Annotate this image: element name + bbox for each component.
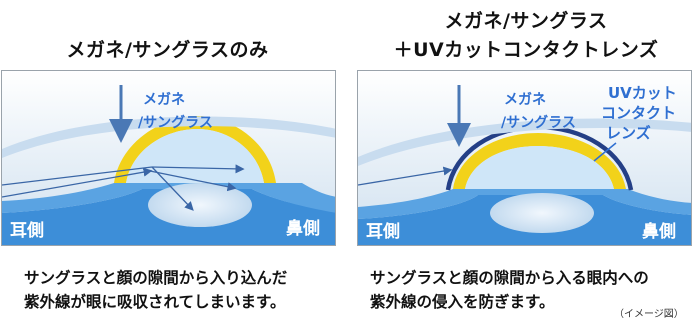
contact-callout-line	[593, 142, 617, 162]
left-caption-line-1: サングラスと顔の隙間から入り込んだ	[24, 269, 288, 287]
ear-side-label: 耳側	[10, 220, 44, 241]
iris-band	[2, 183, 335, 213]
left-title: メガネ/サングラスのみ	[66, 39, 269, 61]
contact-label-3: レンズ	[606, 124, 651, 142]
iris-band	[358, 189, 691, 219]
contact-label-2: コンタクト	[601, 104, 676, 122]
right-eye-diagram: メガネ /サングラス UVカット コンタクト レンズ 耳側 鼻側	[358, 71, 691, 245]
contact-label-1: UVカット	[608, 84, 677, 102]
lens-label-1: メガネ	[143, 92, 185, 108]
crystalline-lens	[490, 193, 594, 233]
lens-label-2: /サングラス	[138, 114, 213, 131]
lens-label-1: メガネ	[504, 92, 546, 108]
cornea-yellow	[114, 116, 276, 183]
uv-ray	[149, 170, 237, 192]
right-diagram-panel: メガネ /サングラス UVカット コンタクト レンズ 耳側 鼻側	[357, 70, 692, 246]
nose-side-label: 鼻側	[286, 218, 320, 239]
ear-side-label: 耳側	[366, 221, 400, 242]
right-caption: サングラスと顔の隙間から入る眼内への 紫外線の侵入を防ぎます。	[370, 266, 649, 314]
left-eye-diagram: メガネ /サングラス 耳側 鼻側	[2, 71, 335, 245]
uv-ray	[358, 166, 453, 186]
right-caption-line-1: サングラスと顔の隙間から入る眼内への	[370, 269, 649, 287]
cornea-yellow	[453, 133, 626, 189]
uv-ray	[2, 166, 153, 186]
uv-ray	[151, 164, 245, 174]
glasses-lens	[358, 118, 691, 166]
left-caption: サングラスと顔の隙間から入り込んだ 紫外線が眼に吸収されてしまいます。	[24, 266, 287, 314]
crystalline-lens	[148, 183, 252, 227]
uv-ray	[151, 166, 194, 211]
uv-ray	[2, 167, 153, 198]
right-title-line-1: メガネ/サングラス	[444, 10, 608, 32]
image-note: （イメージ図）	[614, 309, 684, 320]
right-caption-line-2: 紫外線の侵入を防ぎます。	[370, 293, 555, 311]
right-title-line-2: ＋UVカットコンタクトレンズ	[393, 39, 659, 61]
left-caption-line-2: 紫外線が眼に吸収されてしまいます。	[24, 293, 286, 311]
nose-side-label: 鼻側	[642, 221, 676, 242]
glasses-lens	[2, 116, 335, 158]
lens-label-2: /サングラス	[501, 114, 576, 131]
left-diagram-panel: メガネ /サングラス 耳側 鼻側	[1, 70, 336, 246]
